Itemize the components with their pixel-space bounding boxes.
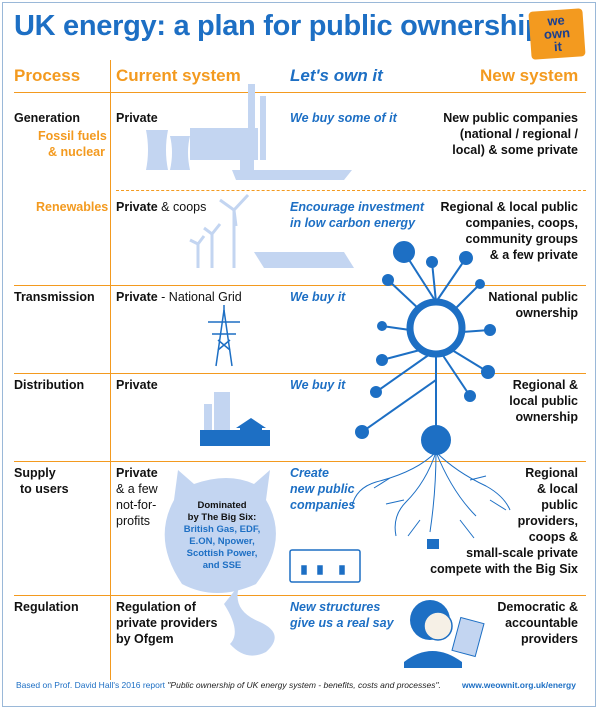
- new-distribution-2: local public: [509, 394, 578, 408]
- new-distribution-3: ownership: [515, 410, 578, 424]
- new-regulation-2: accountable: [505, 616, 578, 630]
- new-supply-3: public: [541, 498, 578, 512]
- column-divider: [110, 60, 111, 680]
- own-generation: We buy some of it: [290, 111, 397, 125]
- process-generation: Generation: [14, 111, 80, 125]
- wind-turbine-icon: [189, 193, 250, 268]
- new-transmission-1: National public: [488, 290, 578, 304]
- current-regulation-1: Regulation of: [116, 600, 196, 614]
- network-tree-icon: [351, 241, 511, 549]
- own-supply-3: companies: [290, 498, 356, 512]
- plug-socket-icon: [289, 549, 361, 583]
- current-generation: Private: [116, 111, 158, 125]
- current-distribution: Private: [116, 378, 158, 392]
- new-renewables-4: & a few private: [489, 248, 578, 262]
- col-header-new: New system: [480, 66, 579, 85]
- new-regulation-3: providers: [521, 632, 578, 646]
- new-distribution-1: Regional &: [512, 378, 578, 392]
- new-supply-5: coops &: [528, 530, 578, 544]
- row-divider: [14, 373, 586, 374]
- process-regulation: Regulation: [14, 600, 79, 614]
- col-header-current: Current system: [116, 66, 241, 85]
- solar-panel-icon: [254, 252, 354, 268]
- current-supply-4: profits: [116, 514, 151, 528]
- current-supply-2: & a few: [116, 482, 158, 496]
- renewables-divider: [116, 190, 586, 191]
- own-distribution: We buy it: [290, 378, 346, 392]
- house-icon: [236, 418, 266, 446]
- tanker-ship-icon: [232, 160, 352, 180]
- new-renewables-2: companies, coops,: [465, 216, 578, 230]
- new-supply-2: & local: [537, 482, 578, 496]
- footer-source: Based on Prof. David Hall's 2016 report …: [16, 680, 441, 690]
- own-regulation-2: give us a real say: [290, 616, 394, 630]
- new-generation-2: (national / regional /: [459, 127, 578, 141]
- current-transmission: Private - National Grid: [116, 290, 242, 304]
- row-divider: [14, 92, 586, 93]
- process-fossil-fuels: Fossil fuels: [38, 129, 107, 143]
- new-renewables-3: community groups: [465, 232, 578, 246]
- process-distribution: Distribution: [14, 378, 85, 392]
- current-supply-3: not-for-: [116, 498, 157, 512]
- new-generation-1: New public companies: [443, 111, 578, 125]
- process-transmission: Transmission: [14, 290, 95, 304]
- process-nuclear: & nuclear: [48, 145, 105, 159]
- process-renewables: Renewables: [36, 200, 109, 214]
- pylon-icon: [208, 305, 240, 367]
- new-supply-4: providers,: [517, 514, 578, 528]
- power-station-icon: [146, 84, 266, 170]
- footer-url-link[interactable]: www.weownit.org.uk/energy: [462, 680, 576, 690]
- page-title: UK energy: a plan for public ownership: [14, 10, 543, 42]
- big-six-caption: Dominated by The Big Six: British Gas, E…: [183, 500, 261, 571]
- process-supply-2: to users: [20, 482, 69, 496]
- row-divider: [14, 595, 586, 596]
- new-generation-3: local) & some private: [452, 143, 578, 157]
- new-supply-6: small-scale private: [466, 546, 578, 560]
- fat-cat-icon: [164, 470, 276, 656]
- own-renewables-1: Encourage investment: [290, 200, 425, 214]
- row-divider: [14, 461, 586, 462]
- col-header-own: Let's own it: [290, 66, 383, 85]
- process-supply-1: Supply: [14, 466, 56, 480]
- current-regulation-3: by Ofgem: [116, 632, 174, 646]
- row-divider: [14, 285, 586, 286]
- own-transmission: We buy it: [290, 290, 346, 304]
- current-regulation-2: private providers: [116, 616, 218, 630]
- col-header-process: Process: [14, 66, 81, 85]
- own-renewables-2: in low carbon energy: [290, 216, 416, 230]
- own-regulation-1: New structures: [290, 600, 381, 614]
- new-regulation-1: Democratic &: [497, 600, 578, 614]
- new-supply-1: Regional: [525, 466, 578, 480]
- new-transmission-2: ownership: [515, 306, 578, 320]
- current-renewables: Private & coops: [116, 200, 207, 214]
- current-supply-1: Private: [116, 466, 158, 480]
- new-renewables-1: Regional & local public: [440, 200, 578, 214]
- new-supply-7: compete with the Big Six: [430, 562, 578, 576]
- woman-clipboard-icon: [404, 600, 485, 668]
- own-supply-2: new public: [290, 482, 355, 496]
- own-supply-1: Create: [290, 466, 329, 480]
